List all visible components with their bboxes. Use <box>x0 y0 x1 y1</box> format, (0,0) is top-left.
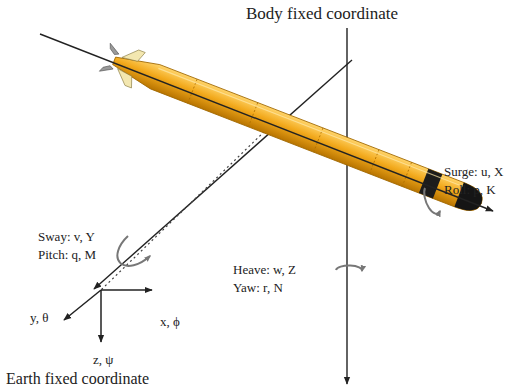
axis-label: Pitch: q, M <box>38 247 96 262</box>
earth-frame <box>64 290 152 342</box>
surge-axis <box>40 34 493 211</box>
axis-label: Roll: p, K <box>444 182 496 197</box>
axis-label: Sway: v, Y <box>38 229 95 244</box>
frame-axis-label: z, ψ <box>93 352 113 367</box>
frame-caption: Earth fixed coordinate <box>6 370 149 388</box>
yaw-rotation-arrow <box>336 265 362 271</box>
pitch-rotation-arrow <box>117 236 150 266</box>
frame-axis-label: y, θ <box>30 310 48 325</box>
heading: Body fixed coordinate <box>246 4 398 23</box>
frame-axis-label: x, ϕ <box>160 314 180 329</box>
heave-axis <box>346 28 347 384</box>
axis-label: Yaw: r, N <box>233 280 283 295</box>
auv-vehicle <box>98 40 488 222</box>
axis-label: Heave: w, Z <box>233 262 296 277</box>
axis-label: Surge: u, X <box>444 164 503 179</box>
roll-rotation-arrow <box>424 188 440 214</box>
